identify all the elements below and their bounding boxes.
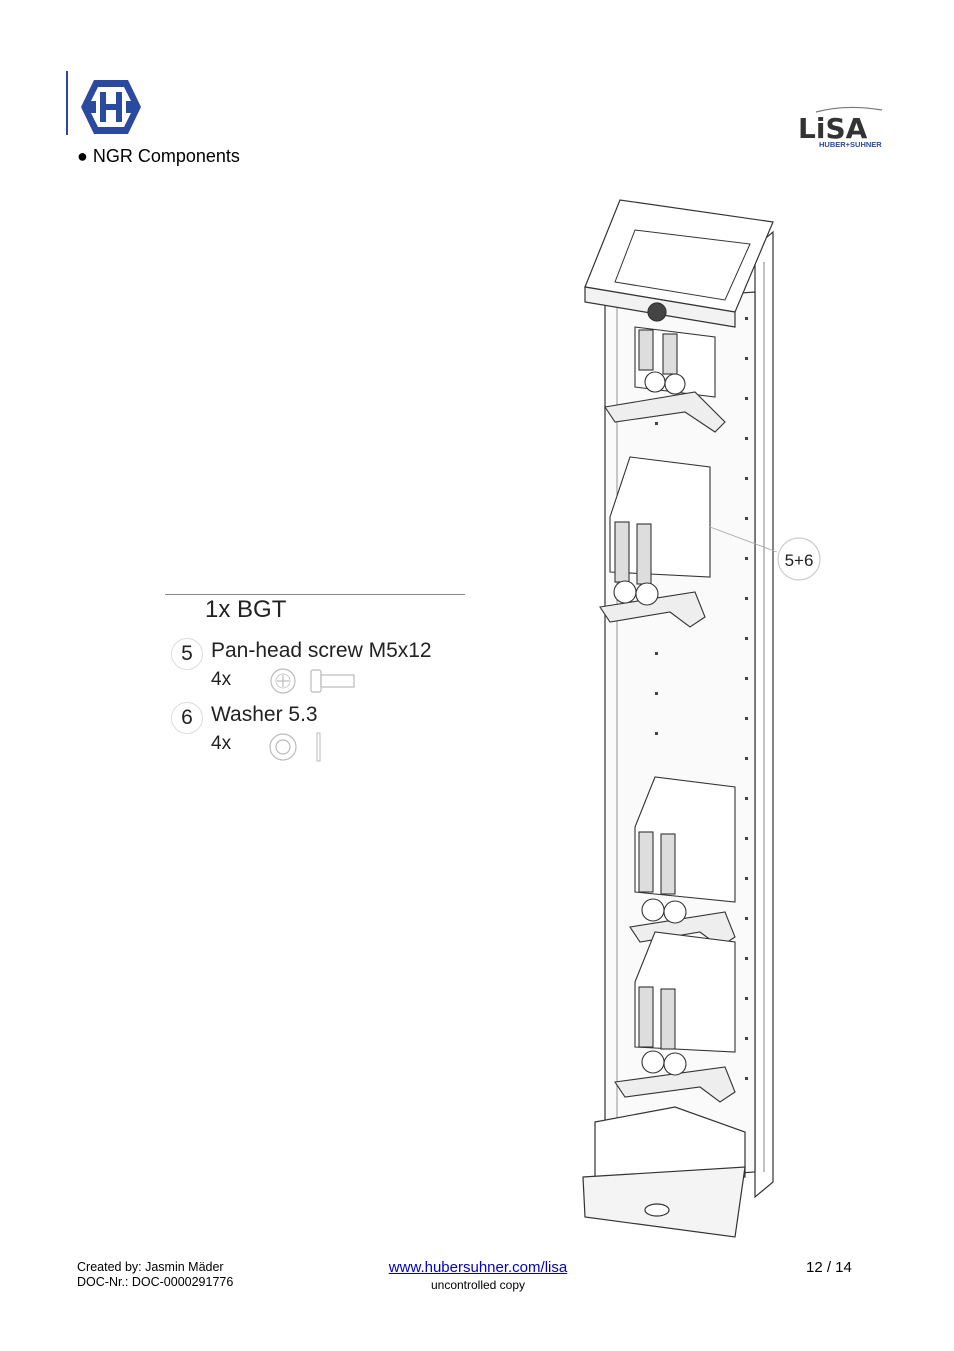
callout-label: 5+6 <box>785 551 814 570</box>
kit-label: 1x BGT <box>205 596 287 623</box>
parts-divider <box>165 594 465 595</box>
part-description: Pan-head screw M5x12 <box>211 639 432 662</box>
rack-assembly-drawing: 5+6 <box>582 199 821 1238</box>
footer-meta: Created by: Jasmin Mäder DOC-Nr.: DOC-00… <box>77 1260 233 1290</box>
screw-icon <box>270 668 355 694</box>
part-number: 6 <box>171 702 203 734</box>
lisa-logo: LiSA HUBER+SUHNER <box>798 106 882 149</box>
copy-note: uncontrolled copy <box>430 1278 526 1292</box>
huber-suhner-logo <box>66 71 141 135</box>
lisa-logo-subtext: HUBER+SUHNER <box>819 140 882 149</box>
washer-icon <box>269 732 321 762</box>
doc-number: DOC-Nr.: DOC-0000291776 <box>77 1275 234 1289</box>
page-number: 12 / 14 <box>806 1259 852 1276</box>
callout-bubble <box>777 537 821 581</box>
footer-center: www.hubersuhner.com/lisa uncontrolled co… <box>340 1259 616 1292</box>
created-by: Created by: Jasmin Mäder <box>77 1260 224 1274</box>
part-quantity: 4x <box>211 733 232 754</box>
page-title: ● NGR Components <box>77 146 240 166</box>
part-description: Washer 5.3 <box>211 703 318 726</box>
lisa-logo-text: LiSA <box>798 112 868 145</box>
part-quantity: 4x <box>211 669 232 690</box>
part-number: 5 <box>171 638 203 670</box>
website-link[interactable]: www.hubersuhner.com/lisa <box>388 1259 568 1276</box>
